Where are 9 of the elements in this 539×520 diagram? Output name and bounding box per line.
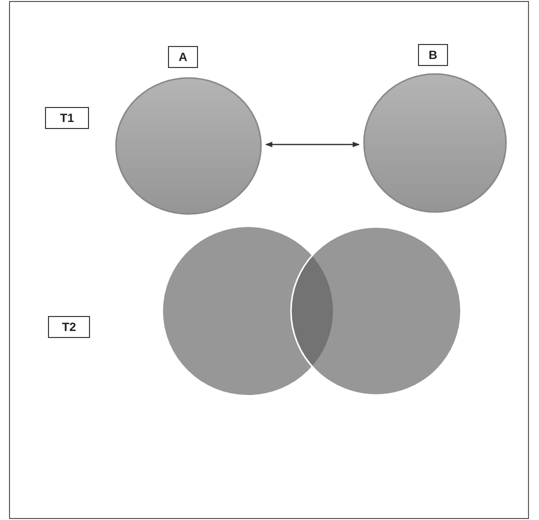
double-arrow [265, 142, 360, 148]
box-label: T2 [62, 320, 76, 334]
label-box [45, 107, 89, 129]
label-box [418, 44, 448, 66]
box-label: B [428, 48, 438, 62]
box-label: A [178, 50, 188, 64]
label-box [48, 316, 90, 338]
label-box [168, 46, 198, 68]
box-label: T1 [60, 111, 74, 125]
